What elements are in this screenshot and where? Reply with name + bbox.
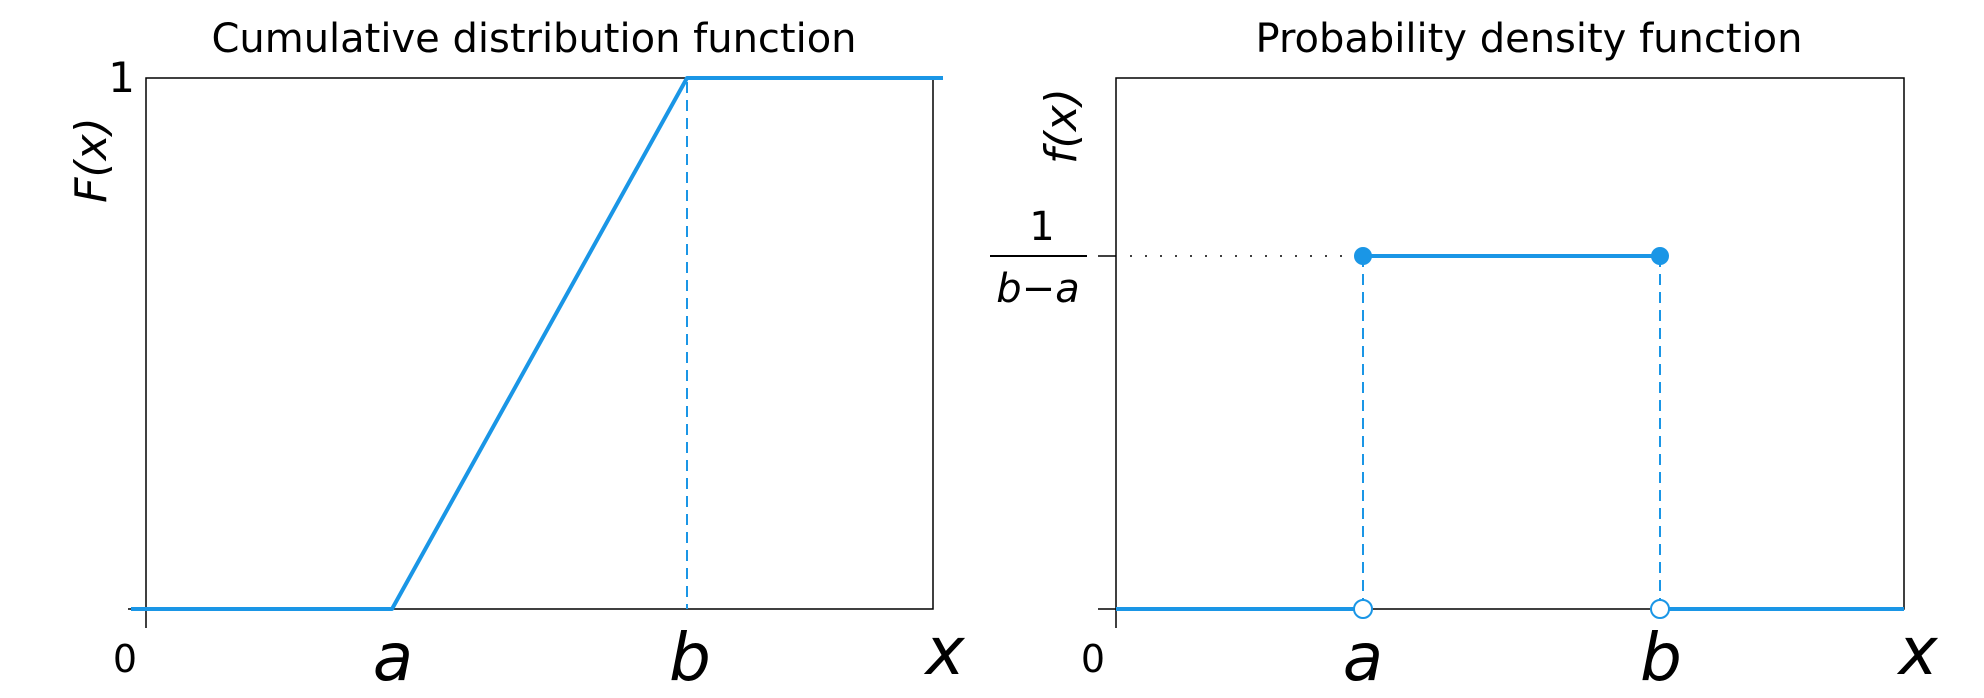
svg-text:f(x): f(x)	[1036, 88, 1087, 164]
cdf-panel: Cumulative distribution function F(x) 1 …	[66, 16, 965, 696]
pdf-point-b-filled	[1651, 247, 1669, 265]
cdf-xtick-b: b	[669, 619, 711, 693]
pdf-point-a-open	[1353, 599, 1373, 619]
pdf-xtick-b: b	[1640, 619, 1682, 693]
pdf-panel: Probability density function f(x) 1 b−a …	[990, 16, 1938, 696]
pdf-ylabel: f(x)	[1036, 88, 1087, 164]
cdf-xtick-0: 0	[113, 637, 137, 681]
cdf-xlabel: x	[923, 613, 965, 690]
svg-text:F(x): F(x)	[66, 117, 117, 203]
cdf-series-line	[131, 76, 943, 611]
pdf-ytick-denominator: b−a	[996, 266, 1079, 312]
pdf-ytick-fraction: 1 b−a	[990, 204, 1087, 312]
pdf-ytick-numerator: 1	[1029, 204, 1054, 250]
pdf-xlabel: x	[1896, 613, 1938, 690]
cdf-ytick-1: 1	[108, 53, 135, 102]
pdf-title: Probability density function	[1256, 16, 1803, 62]
pdf-xtick-a: a	[1343, 619, 1383, 693]
cdf-plot-frame	[145, 77, 934, 610]
pdf-point-a-filled	[1354, 247, 1372, 265]
pdf-xtick-0: 0	[1081, 637, 1105, 681]
cdf-xtick-a: a	[373, 619, 413, 693]
pdf-point-b-open	[1650, 599, 1670, 619]
cdf-ylabel: F(x)	[66, 117, 117, 203]
cdf-title: Cumulative distribution function	[211, 16, 856, 62]
pdf-plot-frame	[1115, 77, 1905, 610]
